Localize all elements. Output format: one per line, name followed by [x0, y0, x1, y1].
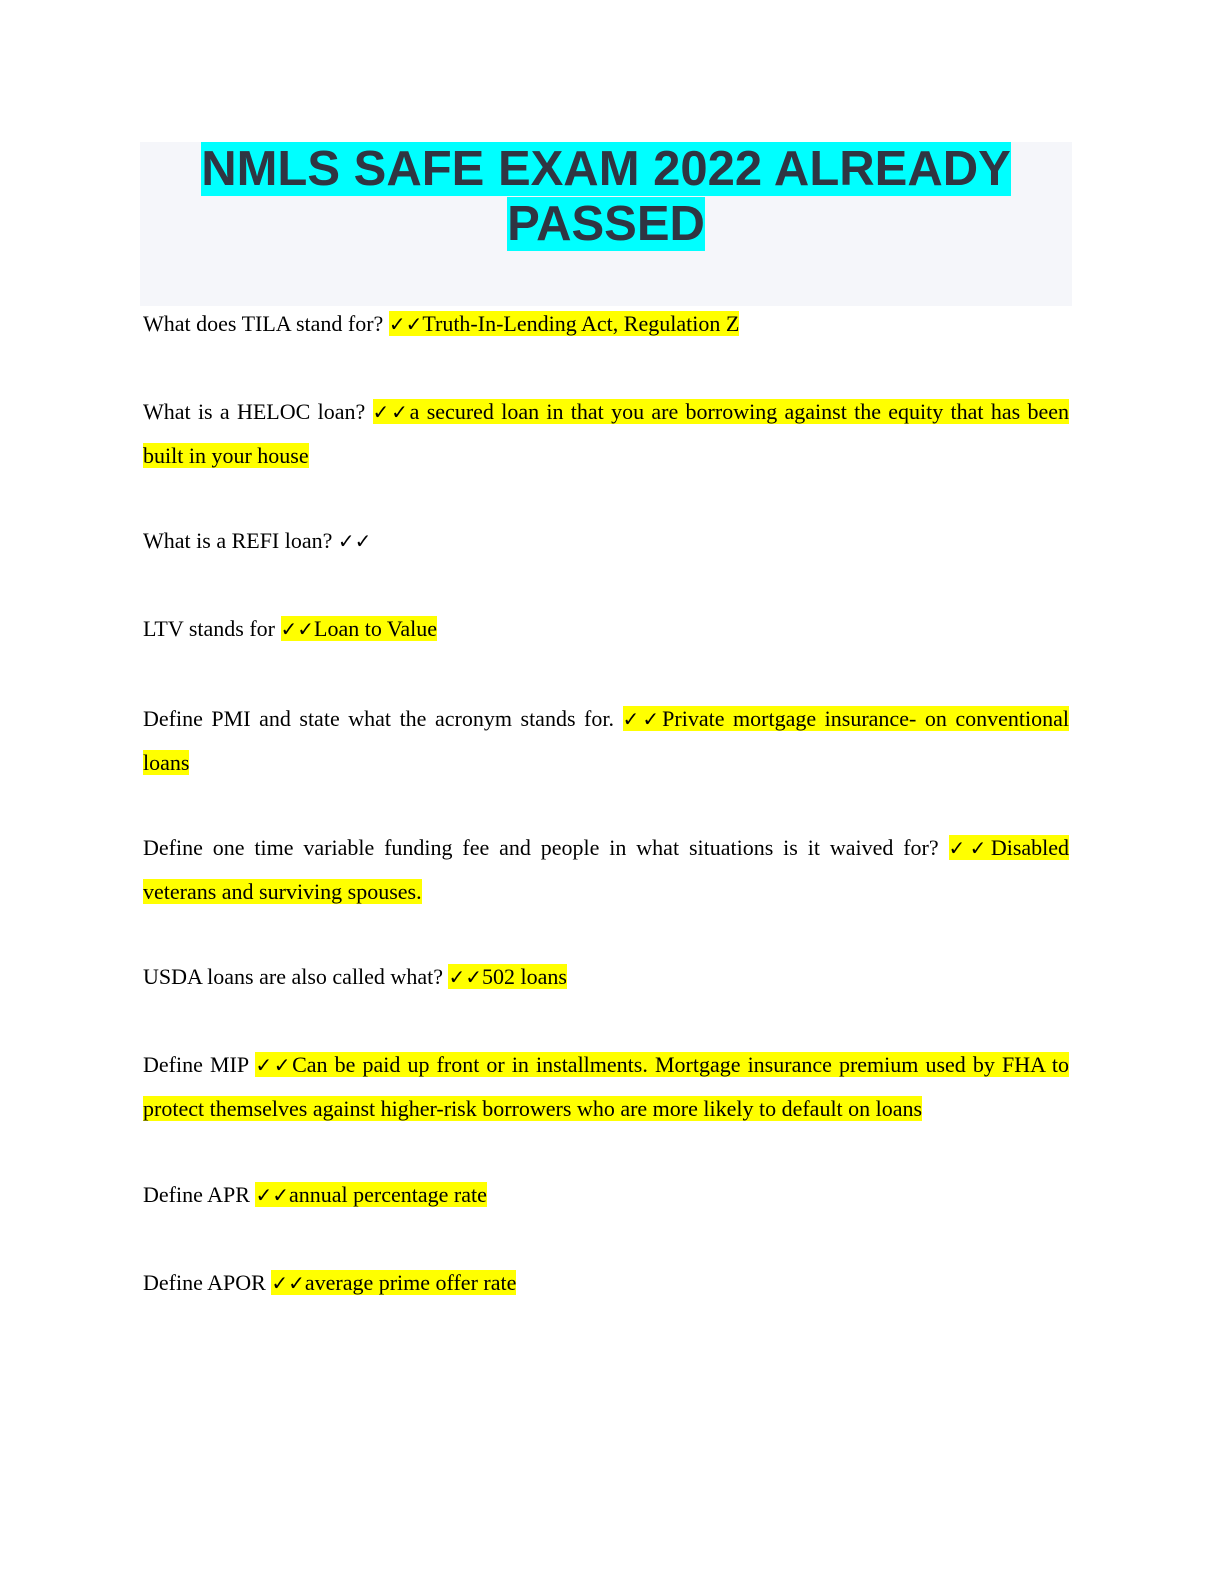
question: Define one time variable funding fee and… — [143, 835, 949, 860]
question: Define APOR — [143, 1270, 272, 1295]
qa-item: LTV stands for ✓✓Loan to Value — [143, 607, 1069, 651]
qa-item: Define APR ✓✓annual percentage rate — [143, 1173, 1069, 1217]
question: Define MIP — [143, 1052, 256, 1077]
answer: ✓✓502 loans — [448, 964, 567, 989]
question: What is a HELOC loan? — [143, 399, 373, 424]
answer: ✓✓ — [338, 528, 372, 553]
double-check-icon: ✓✓ — [271, 1271, 305, 1295]
answer: ✓✓Truth-In-Lending Act, Regulation Z — [388, 311, 740, 336]
qa-item: What is a REFI loan? ✓✓ — [143, 519, 1069, 563]
question: What does TILA stand for? — [143, 311, 389, 336]
double-check-icon: ✓✓ — [372, 400, 410, 424]
qa-item: Define APOR ✓✓average prime offer rate — [143, 1261, 1069, 1305]
answer: ✓✓average prime offer rate — [271, 1270, 517, 1295]
title-banner: NMLS SAFE EXAM 2022 ALREADY PASSED — [140, 142, 1072, 306]
title-line-1: NMLS SAFE EXAM 2022 ALREADY — [201, 142, 1011, 196]
double-check-icon: ✓✓ — [255, 1183, 289, 1207]
qa-item: What is a HELOC loan? ✓✓a secured loan i… — [143, 390, 1070, 478]
title-line-2: PASSED — [507, 197, 705, 251]
double-check-icon: ✓✓ — [255, 1053, 293, 1077]
double-check-icon: ✓✓ — [337, 529, 372, 553]
double-check-icon: ✓✓ — [448, 965, 482, 989]
question: LTV stands for — [143, 616, 281, 641]
qa-item: USDA loans are also called what? ✓✓502 l… — [143, 955, 1069, 999]
double-check-icon: ✓✓ — [948, 836, 991, 860]
double-check-icon: ✓✓ — [280, 617, 315, 641]
qa-item: Define one time variable funding fee and… — [143, 826, 1070, 914]
document-title: NMLS SAFE EXAM 2022 ALREADY PASSED — [140, 142, 1072, 252]
answer: ✓✓Can be paid up front or in installment… — [143, 1052, 1069, 1121]
answer: ✓✓annual percentage rate — [255, 1182, 487, 1207]
qa-item: Define MIP ✓✓Can be paid up front or in … — [143, 1043, 1069, 1131]
double-check-icon: ✓✓ — [622, 707, 663, 731]
qa-item: Define PMI and state what the acronym st… — [143, 697, 1070, 785]
double-check-icon: ✓✓ — [388, 312, 423, 336]
question: Define PMI and state what the acronym st… — [143, 706, 623, 731]
question: USDA loans are also called what? — [143, 964, 449, 989]
answer: ✓✓Loan to Value — [280, 616, 438, 641]
qa-item: What does TILA stand for? ✓✓Truth-In-Len… — [143, 302, 1069, 346]
question: What is a REFI loan? — [143, 528, 338, 553]
question: Define APR — [143, 1182, 256, 1207]
